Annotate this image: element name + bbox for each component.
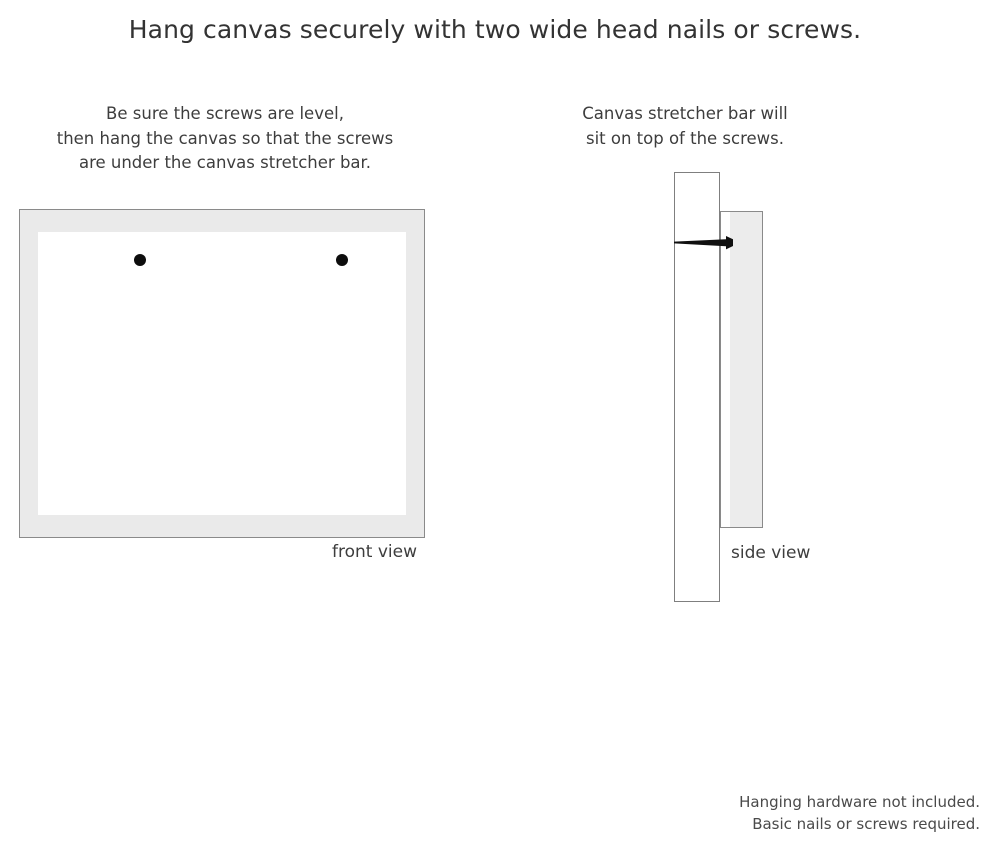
- side-view-label: side view: [731, 543, 811, 563]
- side-view-instruction-line-2: sit on top of the screws.: [585, 128, 785, 148]
- nail-icon: [674, 236, 733, 250]
- front-view-diagram: [19, 209, 425, 538]
- screw-dot-left-icon: [134, 254, 146, 266]
- front-view-label: front view: [332, 542, 417, 562]
- side-view-diagram: [674, 172, 794, 603]
- footer-line-2: Basic nails or screws required.: [752, 815, 980, 833]
- footer-line-1: Hanging hardware not included.: [739, 793, 980, 811]
- front-view-instruction-line-2: then hang the canvas so that the screws: [56, 128, 394, 148]
- front-view-instructions: Be sure the screws are level, then hang …: [10, 102, 440, 176]
- front-view-instruction-line-3: are under the canvas stretcher bar.: [78, 153, 372, 172]
- screw-dot-right-icon: [336, 254, 348, 266]
- page-title: Hang canvas securely with two wide head …: [128, 15, 862, 44]
- stretcher-bar-inner-edge: [721, 212, 730, 527]
- side-view-instruction-line-1: Canvas stretcher bar will: [582, 104, 788, 123]
- front-view-instruction-line-1: Be sure the screws are level,: [106, 104, 344, 123]
- canvas-face-inner: [38, 232, 406, 515]
- side-view-instructions: Canvas stretcher bar will sit on top of …: [540, 102, 830, 151]
- footer-disclaimer: Hanging hardware not included. Basic nai…: [640, 791, 980, 835]
